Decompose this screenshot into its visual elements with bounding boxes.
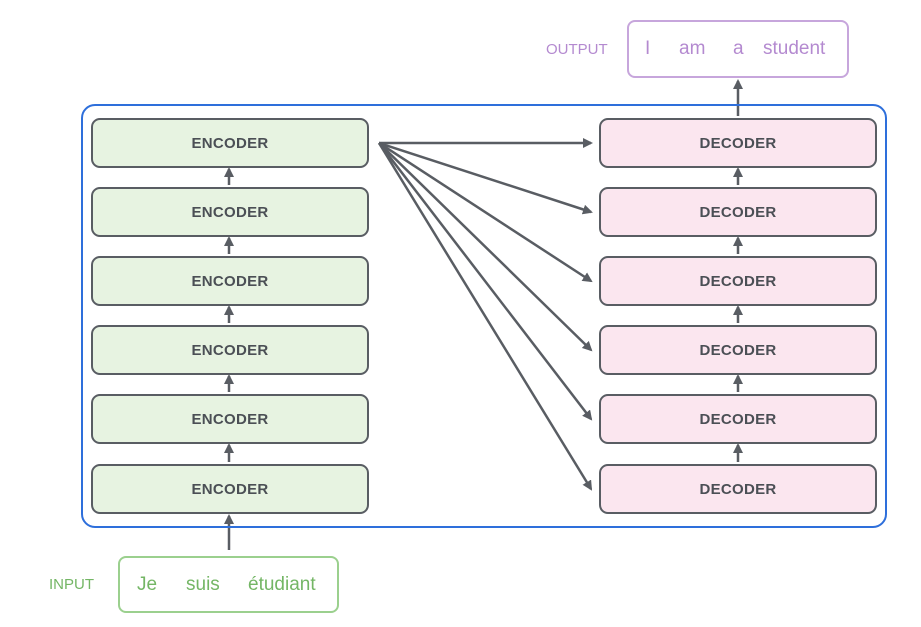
encoder-block-6: ENCODER (91, 464, 369, 514)
decoder-block-6: DECODER (599, 464, 877, 514)
decoder-block-5: DECODER (599, 394, 877, 444)
input-word: Je (137, 573, 158, 595)
encoder-block-3: ENCODER (91, 256, 369, 306)
input-label: INPUT (49, 576, 94, 593)
encoder-block-2: ENCODER (91, 187, 369, 237)
output-word: I (645, 38, 651, 59)
decoder-label: DECODER (699, 134, 777, 152)
encoder-label: ENCODER (191, 203, 269, 221)
input-word: étudiant (248, 573, 316, 595)
decoder-label: DECODER (699, 272, 777, 290)
decoder-block-4: DECODER (599, 325, 877, 375)
encoder-block-5: ENCODER (91, 394, 369, 444)
output-word: am (679, 38, 706, 59)
encoder-label: ENCODER (191, 341, 269, 359)
decoder-label: DECODER (699, 410, 777, 428)
encoder-decoder-stack (81, 104, 887, 528)
encoder-block-1: ENCODER (91, 118, 369, 168)
decoder-block-1: DECODER (599, 118, 877, 168)
output-word: a (733, 38, 744, 59)
decoder-label: DECODER (699, 203, 777, 221)
encoder-to-decoder-arrow (378, 142, 593, 421)
encoder-label: ENCODER (191, 272, 269, 290)
output-sentence-box: I am a student (627, 20, 849, 78)
encoder-label: ENCODER (191, 410, 269, 428)
encoder-to-decoder-arrow (378, 142, 593, 352)
decoder-label: DECODER (699, 341, 777, 359)
encoder-label: ENCODER (191, 134, 269, 152)
output-label: OUTPUT (546, 41, 608, 58)
decoder-block-3: DECODER (599, 256, 877, 306)
encoder-to-decoder-arrow (378, 141, 593, 215)
encoder-to-decoder-arrow (378, 141, 593, 283)
encoder-to-decoder-arrow (377, 142, 593, 491)
decoder-block-2: DECODER (599, 187, 877, 237)
decoder-label: DECODER (699, 480, 777, 498)
input-sentence-box: Je suis étudiant (118, 556, 339, 613)
output-word: student (763, 38, 826, 59)
encoder-label: ENCODER (191, 480, 269, 498)
encoder-block-4: ENCODER (91, 325, 369, 375)
input-word: suis (186, 573, 220, 595)
